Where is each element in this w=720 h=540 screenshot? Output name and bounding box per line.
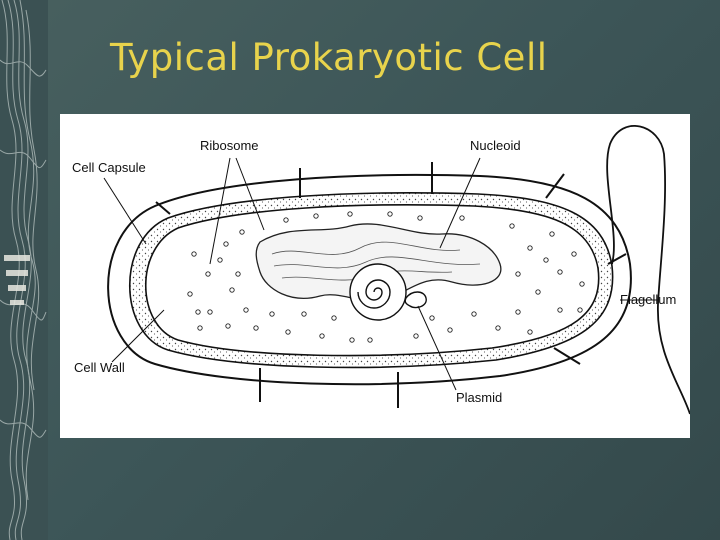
nucleoid [255, 223, 502, 302]
cell-wall-label: Cell Wall [74, 360, 125, 375]
cell-wall-projections [155, 162, 627, 408]
plasmid-spiral [349, 263, 407, 321]
slide-title: Typical Prokaryotic Cell [110, 36, 548, 79]
decorative-side-strip [0, 0, 48, 540]
flagellum [606, 125, 690, 415]
plasmid-label: Plasmid [456, 390, 502, 405]
nucleoid-label: Nucleoid [470, 138, 521, 153]
cell-diagram-panel: Ribosome Cell Capsule Nucleoid Flagellum… [60, 114, 690, 438]
plasmid [404, 291, 427, 309]
cell-capsule-label: Cell Capsule [72, 160, 146, 175]
leader-lines [103, 157, 658, 391]
flagellum-label: Flagellum [620, 292, 676, 307]
prokaryotic-cell-diagram: Ribosome Cell Capsule Nucleoid Flagellum… [72, 125, 690, 415]
ribosome-label: Ribosome [200, 138, 259, 153]
ribosome-dots [187, 211, 585, 343]
